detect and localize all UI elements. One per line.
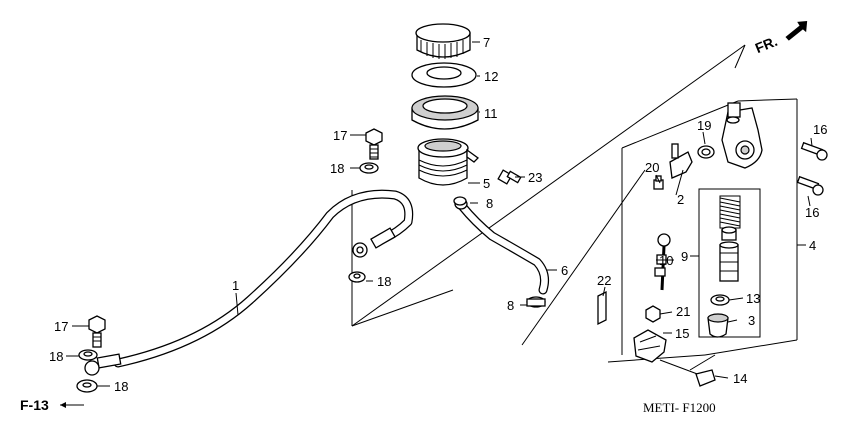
reservoir-joint <box>669 143 693 179</box>
clutch-switch <box>633 329 667 363</box>
callout-20: 20 <box>645 160 659 175</box>
leader-lines <box>66 41 813 387</box>
callout-17-lower: 17 <box>54 319 68 334</box>
callout-13: 13 <box>746 291 760 306</box>
primary-cup <box>721 226 737 241</box>
hose-clamp-lower <box>526 296 546 308</box>
callout-18-upper: 18 <box>330 161 344 176</box>
callout-18-lower-a: 18 <box>49 349 63 364</box>
callout-16-lower: 16 <box>805 205 819 220</box>
callout-16-upper: 16 <box>813 122 827 137</box>
callout-18-lower-b: 18 <box>114 379 128 394</box>
callout-14: 14 <box>733 371 747 386</box>
switch-cap <box>695 369 716 387</box>
callout-5: 5 <box>483 176 490 191</box>
oil-bolt-lower <box>88 315 106 348</box>
sealing-washer-lower-b <box>76 379 98 393</box>
reservoir-plate <box>411 62 477 88</box>
callout-2: 2 <box>677 192 684 207</box>
callout-12: 12 <box>484 69 498 84</box>
return-spring <box>719 195 741 229</box>
callout-1: 1 <box>232 278 239 293</box>
boot <box>707 313 729 338</box>
sealing-washer-upper <box>359 162 379 174</box>
callout-17-upper: 17 <box>333 128 347 143</box>
callout-11: 11 <box>484 106 498 121</box>
lock-nut <box>645 305 661 323</box>
callout-19: 19 <box>697 118 711 133</box>
sealing-washer-mid <box>348 271 366 283</box>
reservoir-cap <box>415 23 471 59</box>
callout-8-lower: 8 <box>507 298 514 313</box>
front-arrow-icon <box>785 20 808 41</box>
callout-8-upper: 8 <box>486 196 493 211</box>
callout-3: 3 <box>748 313 755 328</box>
callout-23: 23 <box>528 170 542 185</box>
joint-screw <box>653 175 664 190</box>
clutch-hose <box>84 189 414 376</box>
holder-bolt-lower <box>796 175 824 196</box>
holder-bolt-upper <box>800 141 828 161</box>
callout-15: 15 <box>675 326 689 341</box>
circlip <box>710 294 730 306</box>
o-ring <box>697 145 715 159</box>
master-cylinder <box>721 102 763 169</box>
piston-set <box>719 195 741 282</box>
callout-6: 6 <box>561 263 568 278</box>
callout-9: 9 <box>681 249 688 264</box>
assembly-frame-lines <box>351 44 798 376</box>
reservoir-screw <box>497 169 522 185</box>
oil-bolt-upper <box>365 128 383 160</box>
diagram-code: METI- F1200 <box>643 400 716 415</box>
callout-4: 4 <box>809 238 816 253</box>
reservoir <box>417 138 479 186</box>
reference-arrow-icon <box>60 402 84 408</box>
piston <box>719 241 739 282</box>
hose-clamp-upper <box>453 196 467 206</box>
callout-7: 7 <box>483 35 490 50</box>
reservoir-hose <box>454 198 549 295</box>
reference-label: F-13 <box>20 397 49 413</box>
reservoir-diaphragm <box>411 95 479 130</box>
direction-label: FR. <box>753 33 780 56</box>
callout-18-mid: 18 <box>377 274 391 289</box>
callout-21: 21 <box>676 304 690 319</box>
callout-22: 22 <box>597 273 611 288</box>
callout-10: 10 <box>659 253 673 268</box>
switch-stay <box>597 290 607 326</box>
sealing-washer-lower-a <box>78 349 98 361</box>
